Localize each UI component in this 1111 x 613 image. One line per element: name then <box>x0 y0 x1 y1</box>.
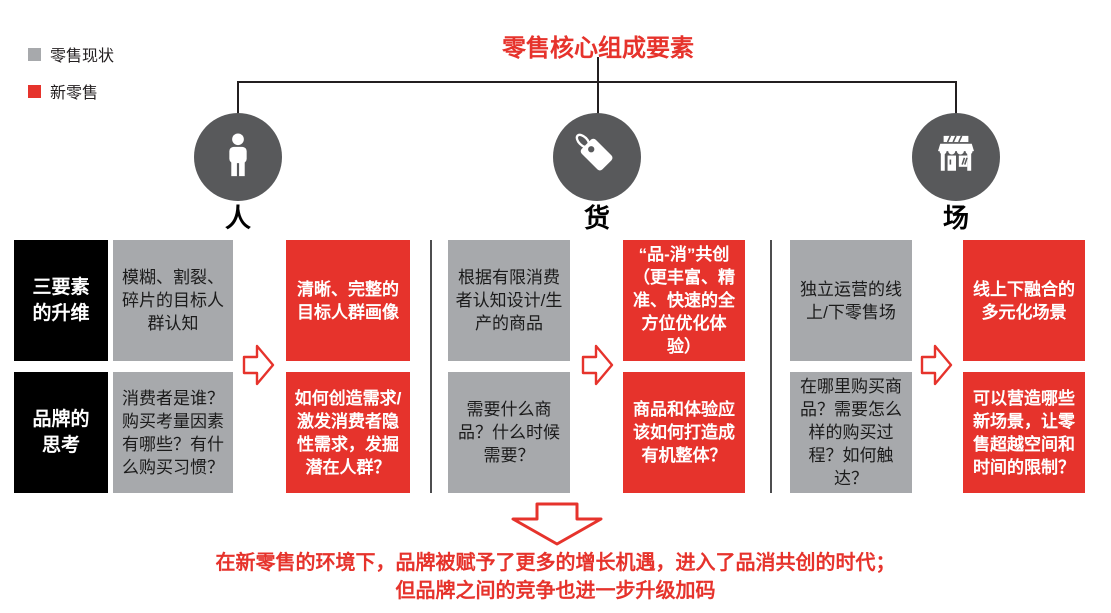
pillar-label-place: 场 <box>942 203 969 233</box>
down-arrow-icon <box>510 501 604 547</box>
right-arrow-icon <box>581 342 615 388</box>
title-connector-line <box>597 57 599 82</box>
legend-label: 新零售 <box>50 85 99 102</box>
legend-swatch-gray <box>28 47 41 61</box>
conclusion-line-2: 但品牌之间的竞争也进一步升级加码 <box>395 580 716 602</box>
box-person-new-thinking: 如何创造需求/激发消费者隐性需求，发掘潜在人群？ <box>286 372 410 493</box>
pillar-circle-place <box>912 113 1000 201</box>
pillar-circle-person <box>194 113 282 201</box>
legend-swatch-red <box>28 84 41 98</box>
box-place-new-dimension: 线上下融合的多元化场景 <box>963 240 1085 361</box>
conclusion-text: 在新零售的环境下，品牌被赋予了更多的增长机遇，进入了品消共创的时代； 但品牌之间… <box>0 549 1111 605</box>
column-divider-2 <box>770 240 772 493</box>
row-header-line: 品牌的 <box>32 408 90 430</box>
legend-item-new: 新零售 <box>28 79 114 103</box>
column-divider-1 <box>430 240 432 493</box>
row-header-dimension: 三要素 的升维 <box>14 240 108 361</box>
row-header-line: 三要素 <box>32 276 90 298</box>
drop-line-place <box>955 81 957 115</box>
pillar-circle-goods <box>553 113 641 201</box>
box-place-new-thinking: 可以营造哪些新场景，让零售超越空间和时间的限制？ <box>963 372 1085 493</box>
person-icon <box>212 129 264 186</box>
box-person-new-dimension: 清晰、完整的目标人群画像 <box>286 240 410 361</box>
box-goods-current-dimension: 根据有限消费者认知设计/生产的商品 <box>448 240 570 361</box>
box-goods-new-dimension: “品-消”共创（更丰富、精准、快速的全方位优化体验） <box>623 240 745 361</box>
box-place-current-thinking: 在哪里购买商品？需要怎么样的购买过程？如何触达？ <box>790 372 912 493</box>
box-goods-current-thinking: 需要什么商品？什么时候需要？ <box>448 372 570 493</box>
box-place-current-dimension: 独立运营的线上/下零售场 <box>790 240 912 361</box>
legend-label: 零售现状 <box>50 48 115 65</box>
conclusion-line-1: 在新零售的环境下，品牌被赋予了更多的增长机遇，进入了品消共创的时代； <box>215 552 896 574</box>
drop-line-goods <box>597 81 599 115</box>
box-goods-new-thinking: 商品和体验应该如何打造成有机整体？ <box>623 372 745 493</box>
tag-icon <box>569 127 625 188</box>
row-header-line: 思考 <box>41 434 80 456</box>
right-arrow-icon <box>920 342 954 388</box>
drop-line-person <box>237 81 239 115</box>
store-icon <box>929 128 983 187</box>
legend: 零售现状 新零售 <box>28 42 114 116</box>
legend-item-current: 零售现状 <box>28 42 114 66</box>
row-header-line: 的升维 <box>32 302 90 324</box>
pillar-label-person: 人 <box>224 203 251 233</box>
row-header-thinking: 品牌的 思考 <box>14 372 108 493</box>
right-arrow-icon <box>242 342 276 388</box>
pillar-label-goods: 货 <box>583 203 610 233</box>
box-person-current-thinking: 消费者是谁？购买考量因素有哪些？有什么购买习惯？ <box>113 372 233 493</box>
box-person-current-dimension: 模糊、割裂、碎片的目标人群认知 <box>113 240 233 361</box>
